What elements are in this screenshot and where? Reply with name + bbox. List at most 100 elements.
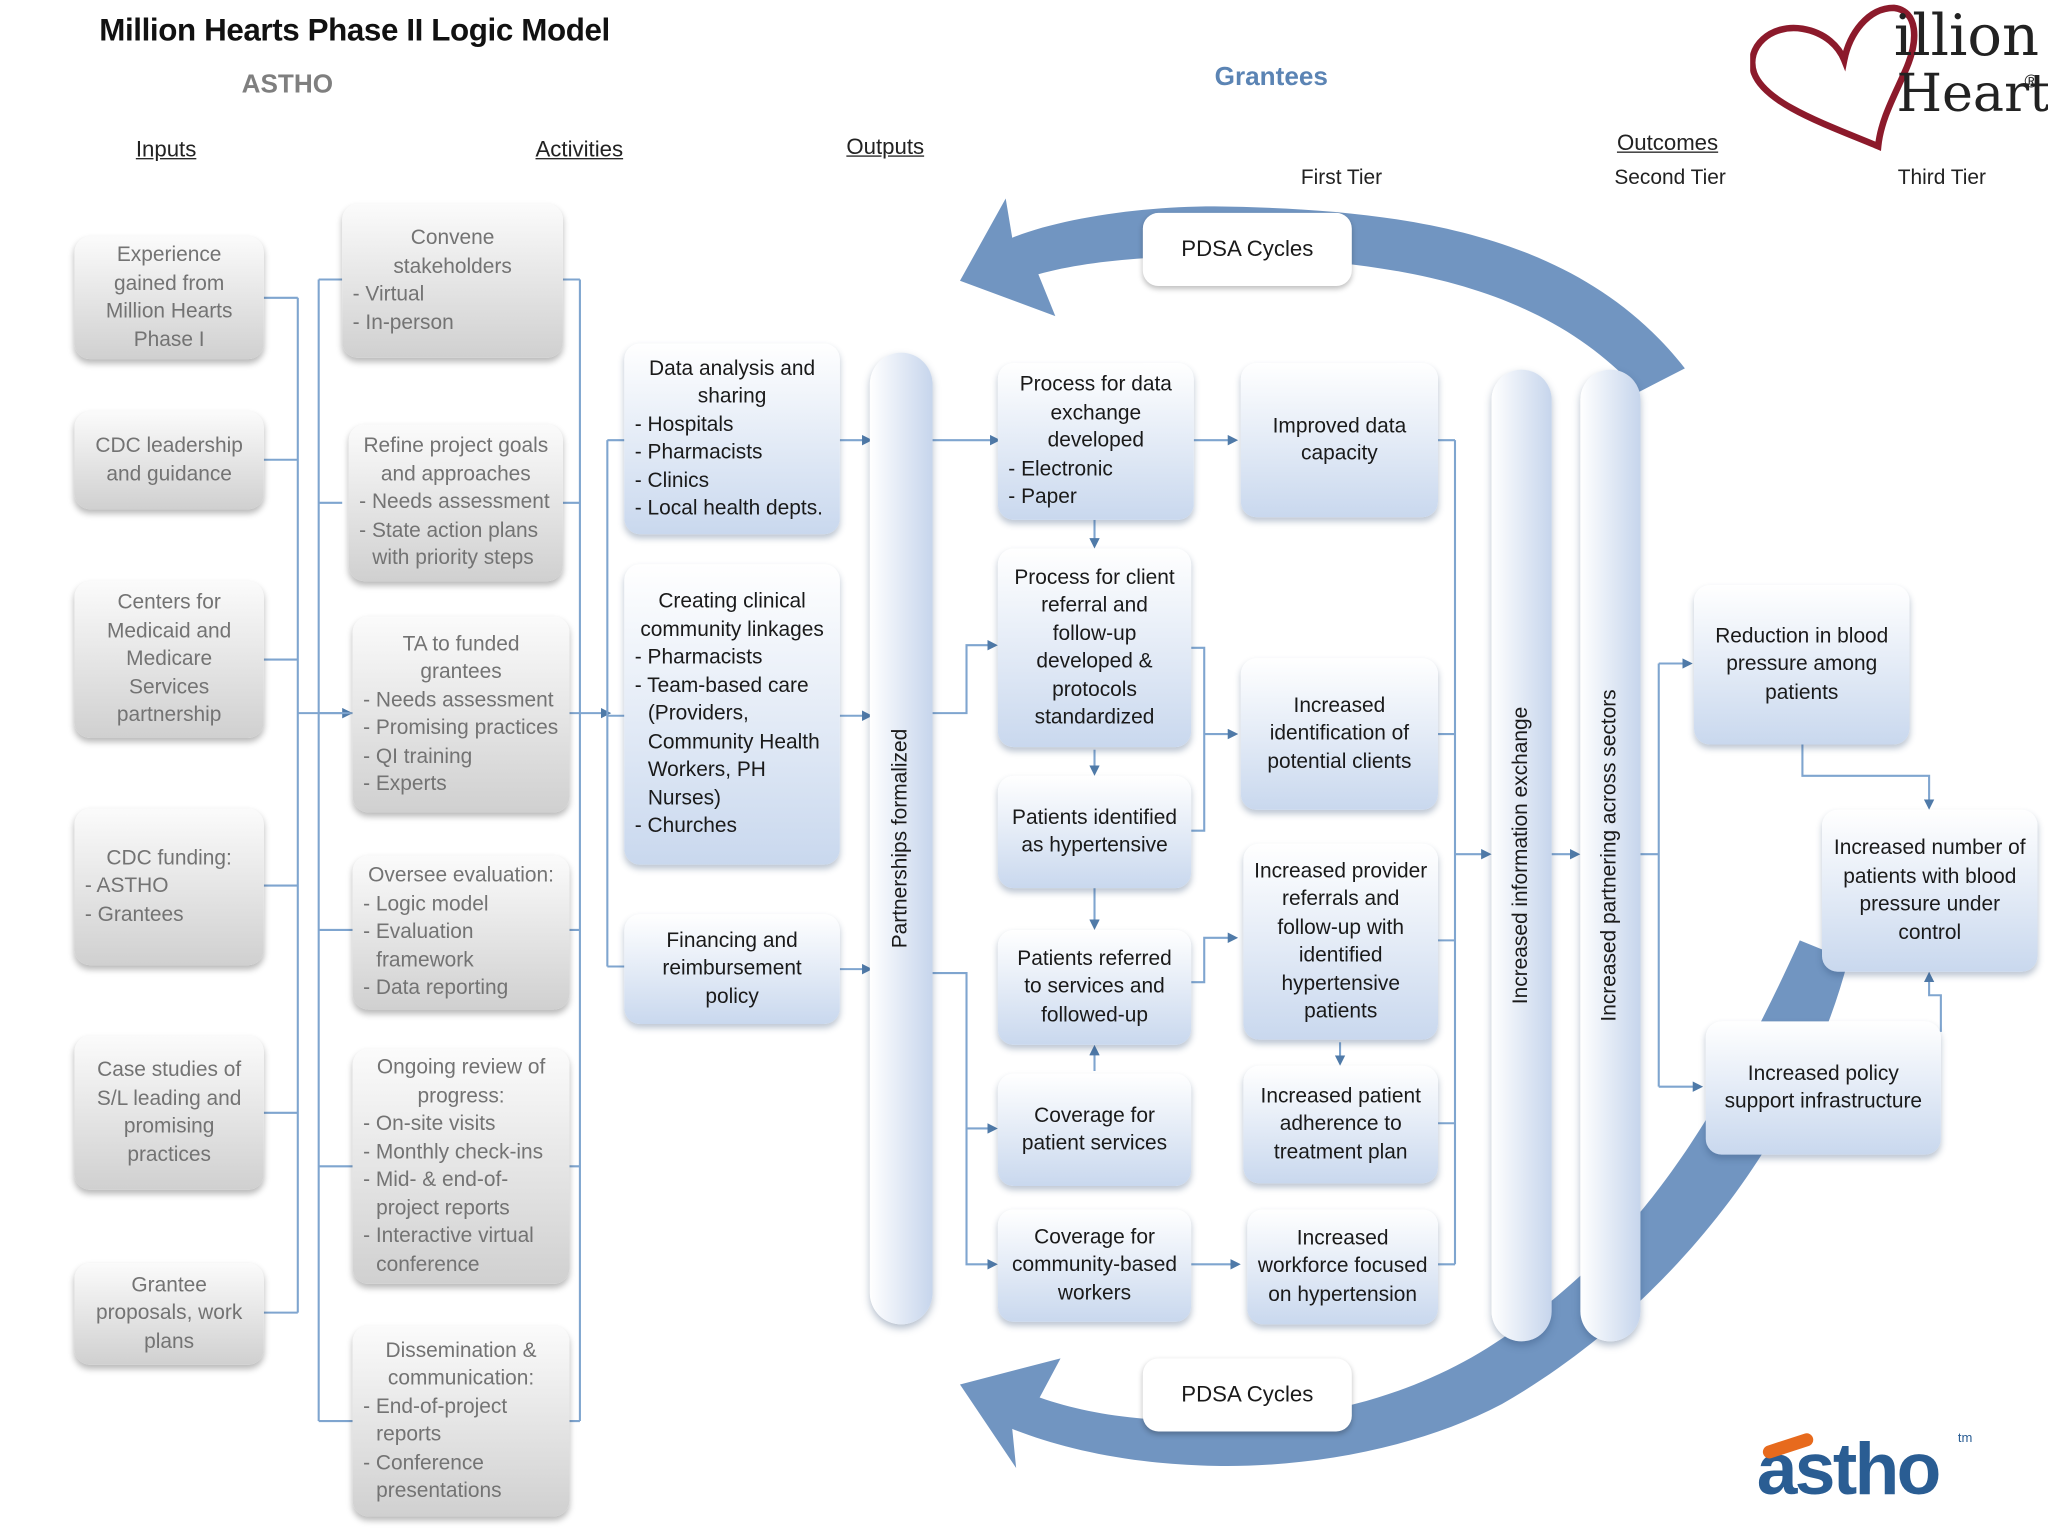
activity-oversee-evaluation: Oversee evaluation: Logic model Evaluati… [352, 855, 570, 1010]
pdsa-bottom-arrow [959, 940, 1849, 1469]
page-title: Million Hearts Phase II Logic Model [99, 13, 610, 49]
activity-item: Logic model [363, 890, 559, 918]
input-case-studies: Case studies of S/L leading and promisin… [74, 1035, 264, 1190]
outcome-label: Increased policy support infrastructure [1724, 1062, 1923, 1113]
input-cms-partnership: Centers for Medicaid and Medicare Servic… [74, 581, 264, 738]
output-item: Pharmacists [635, 439, 830, 467]
activity-dissemination: Dissemination & communication: End-of-pr… [352, 1325, 570, 1517]
outcome-label: Process for client referral and follow-u… [1014, 566, 1175, 729]
output-item: Hospitals [635, 411, 830, 439]
partnering-sectors-label: Increased partnering across sectors [1598, 689, 1621, 1022]
outcome-patients-identified: Patients identified as hypertensive [997, 775, 1192, 889]
activity-item: Monthly check-ins [363, 1138, 559, 1166]
outputs-header: Outputs [846, 134, 925, 160]
activity-item: State action plans with priority steps [359, 517, 552, 573]
outcome-label: Patients identified as hypertensive [1012, 806, 1178, 857]
outcome-label: Increased identification of potential cl… [1267, 694, 1412, 773]
outcome-title: Process for data exchange developed [1019, 373, 1172, 453]
activity-item: Data reporting [363, 975, 559, 1003]
activity-ongoing-review: Ongoing review of progress: On-site visi… [352, 1048, 570, 1284]
grantees-section-label: Grantees [1214, 62, 1328, 92]
input-cdc-funding: CDC funding: ASTHO Grantees [74, 808, 264, 966]
outcome-item: Paper [1008, 484, 1183, 512]
first-tier-label: First Tier [1300, 167, 1383, 190]
activity-title: Ongoing review of progress: [376, 1056, 546, 1107]
outcome-label: Improved data capacity [1272, 414, 1407, 465]
trademark-mark: tm [1957, 1431, 1973, 1446]
activity-title: Refine project goals and approaches [363, 435, 549, 486]
output-item: Team-based care (Providers, Community He… [635, 672, 830, 812]
activity-item: Interactive virtual conference [363, 1223, 559, 1279]
outcome-patients-referred: Patients referred to services and follow… [997, 929, 1192, 1045]
input-label: Centers for Medicaid and Medicare Servic… [106, 591, 232, 727]
activity-title: Convene stakeholders [393, 227, 512, 278]
outcome-data-exchange-process: Process for data exchange developed Elec… [997, 363, 1194, 520]
inputs-header: Inputs [135, 137, 197, 162]
input-cdc-leadership: CDC leadership and guidance [74, 411, 264, 510]
activity-convene-stakeholders: Convene stakeholders Virtual In-person [342, 203, 563, 358]
partnerships-formalized-bar: Partnerships formalized [869, 352, 933, 1325]
astho-section-label: ASTHO [241, 70, 334, 100]
input-experience-phase1: Experience gained from Million Hearts Ph… [74, 236, 264, 360]
pdsa-cycles-top: PDSA Cycles [1142, 212, 1352, 287]
activity-item: Virtual [353, 281, 553, 309]
input-label: Grantee proposals, work plans [95, 1274, 243, 1353]
activity-item: On-site visits [363, 1110, 559, 1138]
outcome-bp-control: Increased number of patients with blood … [1822, 809, 2038, 972]
logo-text-top: illion [1893, 2, 2039, 70]
heart-icon [1750, 4, 1918, 152]
outcome-label: Increased provider referrals and follow-… [1254, 860, 1428, 1023]
pdsa-top-arrow [959, 198, 1685, 392]
activity-item: Conference presentations [363, 1449, 559, 1505]
outcome-increased-identification: Increased identification of potential cl… [1240, 658, 1439, 810]
outcome-label: Reduction in blood pressure among patien… [1715, 625, 1889, 704]
output-data-analysis: Data analysis and sharing Hospitals Phar… [624, 343, 840, 535]
output-item: Pharmacists [635, 644, 830, 672]
outcome-item: Electronic [1008, 456, 1183, 484]
outcome-label: Increased number of patients with blood … [1833, 837, 2026, 944]
registered-mark: ® [2024, 70, 2038, 92]
input-grantee-proposals: Grantee proposals, work plans [74, 1262, 264, 1365]
activity-item: Needs assessment [363, 686, 559, 714]
astho-logo: astho tm [1757, 1426, 1979, 1517]
logo-text-bottom: Hearts [1896, 63, 2048, 125]
outcome-increased-provider-referrals: Increased provider referrals and follow-… [1243, 843, 1439, 1040]
outcome-improved-data-capacity: Improved data capacity [1240, 363, 1439, 518]
activity-title: TA to funded grantees [402, 632, 520, 684]
outcome-label: Coverage for community-based workers [1012, 1226, 1177, 1305]
outcome-increased-workforce: Increased workforce focused on hypertens… [1247, 1209, 1439, 1325]
input-label: CDC leadership and guidance [95, 434, 243, 486]
output-label: Financing and reimbursement policy [662, 929, 802, 1008]
activity-ta-grantees: TA to funded grantees Needs assessment P… [352, 616, 570, 813]
activity-item: Needs assessment [359, 489, 552, 517]
outcome-policy-infrastructure: Increased policy support infrastructure [1705, 1021, 1941, 1155]
activity-item: QI training [363, 743, 559, 771]
activity-item: Mid- & end-of-project reports [363, 1166, 559, 1222]
activity-item: Evaluation framework [363, 919, 559, 975]
activities-header: Activities [535, 137, 624, 162]
activity-title: Oversee evaluation: [368, 864, 554, 888]
activity-refine-goals: Refine project goals and approaches Need… [348, 424, 563, 582]
input-label: Case studies of S/L leading and promisin… [96, 1059, 242, 1166]
output-clinical-linkages: Creating clinical community linkages Pha… [624, 564, 840, 865]
activity-item: Promising practices [363, 714, 559, 742]
input-item: Grantees [85, 901, 253, 929]
info-exchange-bar: Increased information exchange [1491, 369, 1552, 1342]
outcome-client-referral-process: Process for client referral and follow-u… [997, 548, 1192, 748]
activity-item: End-of-project reports [363, 1393, 559, 1449]
activity-title: Dissemination & communication: [385, 1339, 537, 1390]
outcome-bp-reduction: Reduction in blood pressure among patien… [1694, 585, 1910, 745]
output-financing-policy: Financing and reimbursement policy [624, 914, 840, 1024]
input-label: Experience gained from Million Hearts Ph… [105, 244, 233, 351]
output-title: Data analysis and sharing [649, 357, 816, 408]
outcome-coverage-patient-services: Coverage for patient services [997, 1073, 1192, 1186]
third-tier-label: Third Tier [1897, 167, 1987, 190]
outcome-patient-adherence: Increased patient adherence to treatment… [1243, 1065, 1439, 1184]
outcome-label: Patients referred to services and follow… [1017, 947, 1172, 1027]
outcome-label: Increased workforce focused on hypertens… [1257, 1227, 1428, 1306]
partnering-sectors-bar: Increased partnering across sectors [1580, 369, 1641, 1342]
activity-item: Experts [363, 771, 559, 799]
outcome-label: Coverage for patient services [1021, 1104, 1168, 1155]
